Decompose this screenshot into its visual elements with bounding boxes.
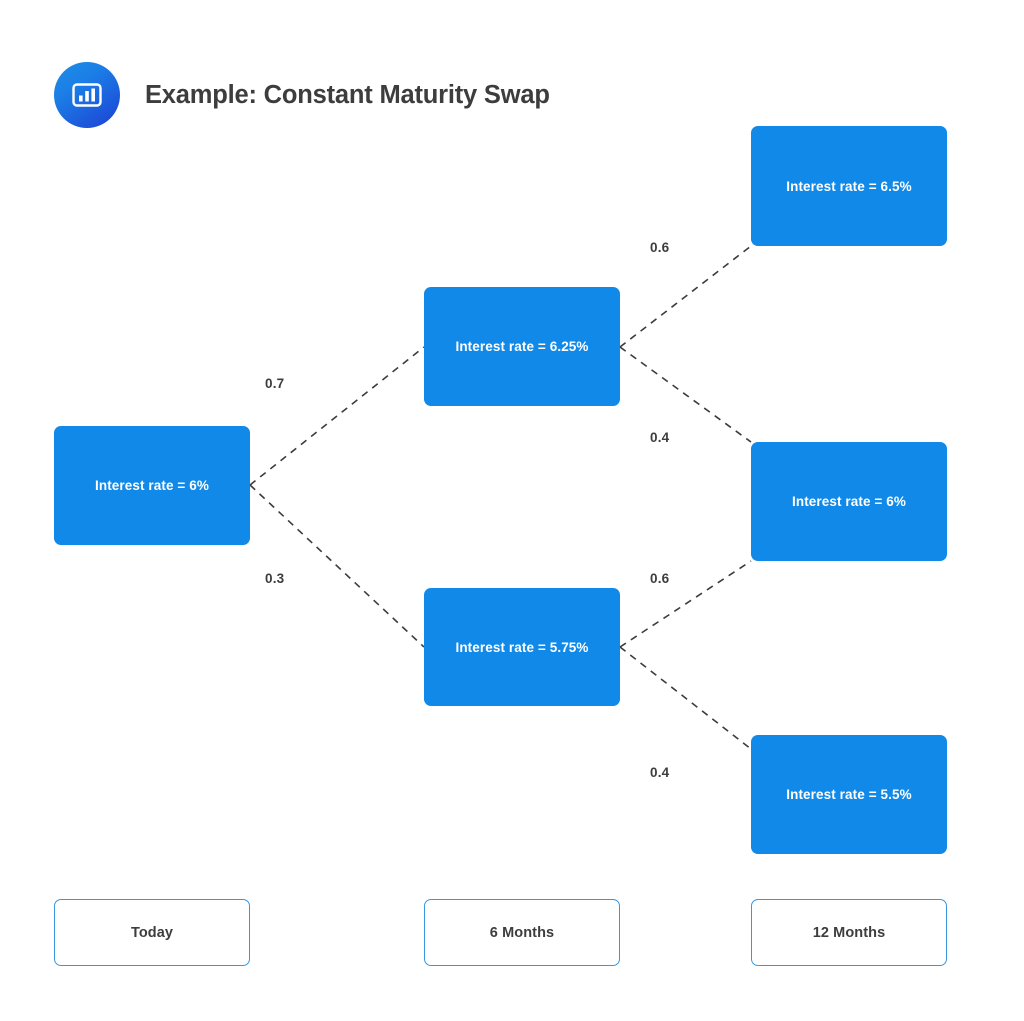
probability-root-down: 0.3 (265, 571, 285, 586)
probability-down-up: 0.6 (650, 571, 670, 586)
edge-root-to-down (249, 484, 425, 648)
node-label: Interest rate = 6.25% (455, 339, 589, 354)
probability-up-down: 0.4 (650, 430, 670, 445)
node-label: Interest rate = 5.5% (786, 787, 912, 802)
page-header: Example: Constant Maturity Swap (54, 62, 550, 128)
timeline-label: 12 Months (812, 924, 886, 941)
node-label: Interest rate = 6.5% (786, 178, 912, 194)
node-today-rate[interactable]: Interest rate = 6% (54, 426, 250, 545)
probability-down-down: 0.4 (650, 765, 670, 780)
bar-chart-icon (54, 62, 120, 128)
edge-up-to-up-down (619, 346, 752, 443)
node-label: Interest rate = 6% (95, 478, 209, 493)
node-label: Interest rate = 5.75% (455, 639, 589, 655)
edge-root-to-up (249, 346, 425, 486)
node-12mo-up-up-rate[interactable]: Interest rate = 6.5% (751, 126, 947, 246)
edge-down-to-down-down (619, 646, 752, 750)
timeline-box-6-months[interactable]: 6 Months (424, 899, 620, 966)
page-title: Example: Constant Maturity Swap (145, 80, 550, 109)
timeline-label: 6 Months (489, 924, 555, 941)
node-12mo-middle-rate[interactable]: Interest rate = 6% (751, 442, 947, 561)
node-6mo-up-rate[interactable]: Interest rate = 6.25% (424, 287, 620, 406)
node-6mo-down-rate[interactable]: Interest rate = 5.75% (424, 588, 620, 706)
node-12mo-down-down-rate[interactable]: Interest rate = 5.5% (751, 735, 947, 854)
probability-root-up: 0.7 (265, 376, 285, 391)
edge-down-to-down-up (619, 560, 752, 648)
node-label: Interest rate = 6% (792, 494, 906, 509)
timeline-label: Today (130, 924, 174, 941)
probability-up-up: 0.6 (650, 240, 670, 255)
timeline-box-today[interactable]: Today (54, 899, 250, 966)
edge-up-to-up-up (619, 245, 752, 348)
timeline-box-12-months[interactable]: 12 Months (751, 899, 947, 966)
